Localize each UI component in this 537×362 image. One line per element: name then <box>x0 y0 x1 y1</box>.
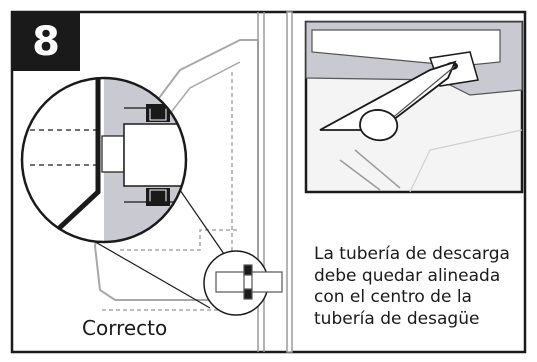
photo-panel <box>304 20 524 194</box>
step-number-badge: 8 <box>12 12 80 71</box>
instruction-line: tubería de desagüe <box>314 308 480 329</box>
instruction-line: con el centro de la <box>314 287 472 307</box>
leader-line-bottom <box>77 231 211 309</box>
figure-border <box>10 10 527 354</box>
instruction-text: La tubería de descarga debe quedar aline… <box>314 244 529 330</box>
correct-caption: Correcto <box>82 316 168 340</box>
small-pipe-detail <box>215 264 283 300</box>
panel-divider <box>286 11 293 353</box>
instruction-line: debe quedar alineada <box>314 265 501 286</box>
instruction-line: La tubería de descarga <box>314 244 510 264</box>
